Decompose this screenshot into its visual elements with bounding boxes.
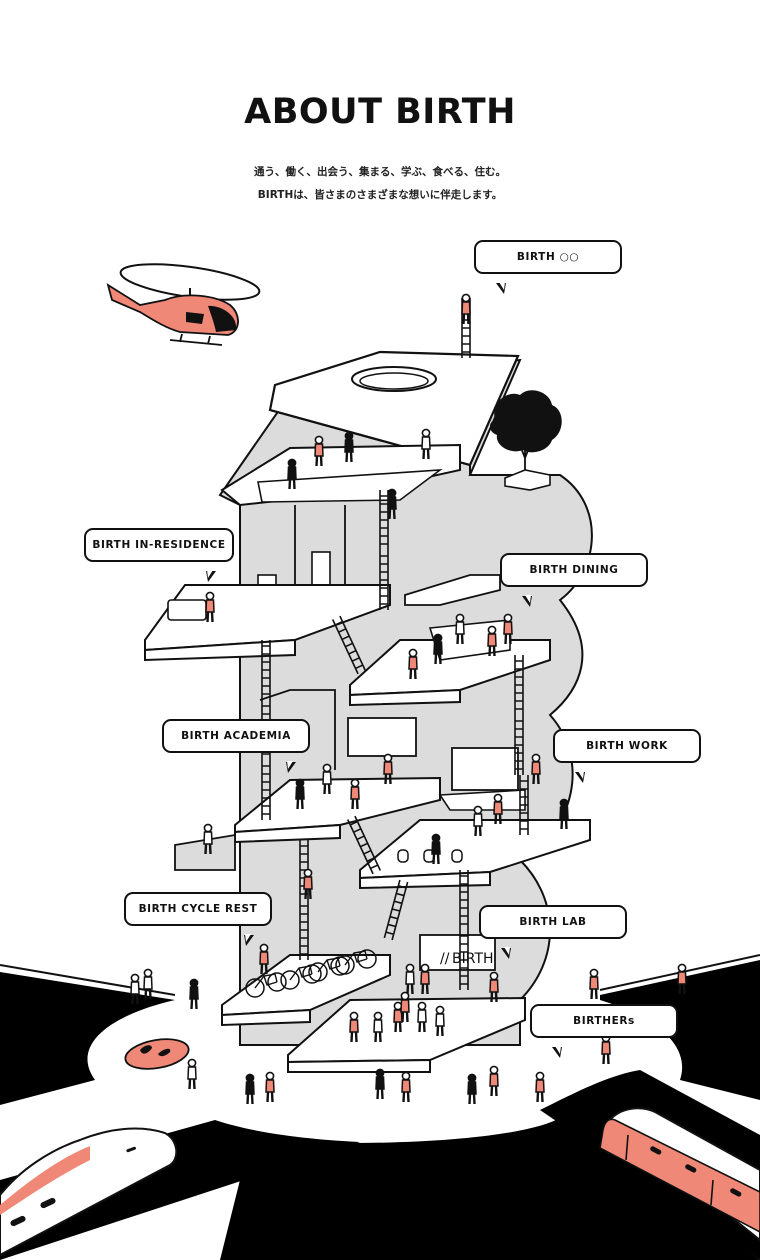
bubble-label: BIRTHERs	[573, 1015, 635, 1027]
building-sign: BIRTH	[452, 951, 494, 967]
local-train	[599, 1107, 760, 1242]
bubble-label: BIRTH ACADEMIA	[181, 730, 291, 742]
car	[124, 1038, 190, 1070]
tree	[489, 390, 562, 491]
bubble-label: BIRTH LAB	[519, 916, 587, 928]
bubble-label: BIRTH DINING	[529, 564, 619, 576]
bubble-label: BIRTH ○○	[516, 251, 580, 263]
helicopter	[106, 263, 261, 346]
bubble-birthers[interactable]: BIRTHERs	[530, 1004, 678, 1058]
bubble-birth-oo[interactable]: BIRTH ○○	[474, 240, 622, 294]
lead-text-line-1: 通う、働く、出会う、集まる、学ぶ、食べる、住む。	[254, 166, 506, 178]
bubble-birth-academia[interactable]: BIRTH ACADEMIA	[162, 719, 310, 773]
bubble-label: BIRTH CYCLE REST	[138, 903, 258, 915]
bubble-birth-cycle-rest[interactable]: BIRTH CYCLE REST	[124, 892, 272, 946]
building-sign-logo: //	[440, 951, 450, 967]
bubble-birth-in-residence[interactable]: BIRTH IN-RESIDENCE	[84, 528, 234, 582]
bubble-birth-dining[interactable]: BIRTH DINING	[500, 553, 648, 607]
bubble-birth-work[interactable]: BIRTH WORK	[553, 729, 701, 783]
bullet-train	[0, 1127, 178, 1257]
bubble-label: BIRTH IN-RESIDENCE	[92, 539, 226, 551]
bubble-label: BIRTH WORK	[586, 740, 668, 752]
lead-text-line-2: BIRTHは、皆さまのさまざまな想いに伴走します。	[257, 189, 503, 201]
building	[144, 350, 593, 1073]
page-title: ABOUT BIRTH	[244, 92, 516, 132]
bubble-birth-lab[interactable]: BIRTH LAB	[479, 905, 627, 959]
